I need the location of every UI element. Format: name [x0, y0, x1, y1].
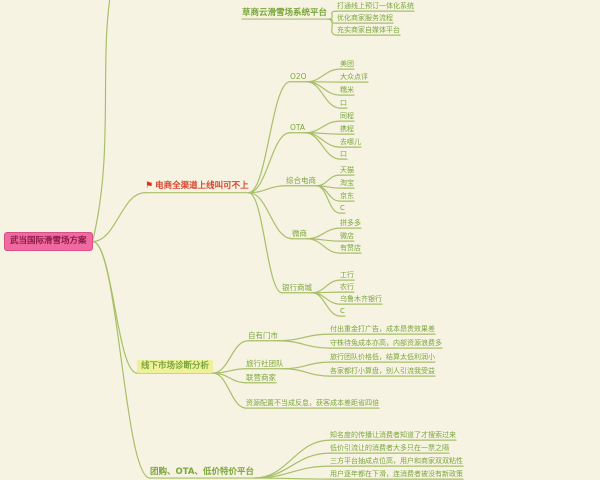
topic-item[interactable]: 同程 [340, 112, 354, 120]
topic-ota[interactable]: OTA [290, 123, 306, 132]
topic-own-store[interactable]: 自有门市 [248, 331, 278, 340]
topic-item[interactable]: 工行 [340, 271, 354, 279]
root-topic[interactable]: 武当国际滑雪场方案 [4, 232, 93, 252]
topic-item[interactable]: 守株待兔成本亦高，内部资源浪费多 [330, 339, 442, 347]
red-flag-icon: ⚑ [145, 181, 154, 191]
topic-item[interactable]: 充实商家自媒体平台 [337, 26, 400, 34]
topic-item[interactable]: 打通线上预订一体化系统 [337, 2, 414, 10]
topic-item[interactable]: 知名度的传播让消费者知道了才搜索过来 [330, 431, 456, 439]
topic-item[interactable]: 京东 [340, 192, 354, 200]
topic-item[interactable]: 淘宝 [340, 179, 354, 187]
topic-item[interactable]: 三方平台抽成点位高，用户和商家双双粘性 [330, 457, 463, 465]
topic-item[interactable]: 大众点评 [340, 73, 368, 81]
topic-travel-agency[interactable]: 旅行社团队 [246, 359, 284, 368]
topic-item[interactable]: 用户逐年都在下滑，连消费者被没有新政策 [330, 470, 463, 478]
branch-label: 电商全渠道上线叫可不上 [155, 181, 249, 191]
branch-group-buy-platforms[interactable]: 团购、OTA、低价特价平台 [150, 467, 254, 477]
topic-item[interactable]: 微店 [340, 232, 354, 240]
topic-weishang[interactable]: 微商 [292, 229, 307, 238]
topic-item[interactable]: 携程 [340, 125, 354, 133]
topic-item[interactable]: 糯米 [340, 86, 354, 94]
topic-item[interactable]: 优化商家服务流程 [337, 14, 393, 22]
topic-bank-mall[interactable]: 银行商城 [282, 283, 312, 292]
topic-item[interactable]: 口 [340, 99, 347, 107]
topic-item[interactable]: 农行 [340, 283, 354, 291]
topic-item[interactable]: 去哪儿 [340, 138, 361, 146]
topic-item[interactable]: 乌鲁木齐银行 [340, 295, 382, 303]
topic-item[interactable]: 低价引流让的消费者大多只在一票之隔 [330, 444, 449, 452]
topic-item[interactable]: 旅行团队价格低，结算太低利润小 [330, 353, 435, 361]
topic-item[interactable]: C [340, 307, 345, 315]
branch-offline-market-analysis[interactable]: 线下市场诊断分析 [137, 360, 214, 374]
topic-item[interactable]: 各家都打小算盘，别人引流我受益 [330, 367, 435, 375]
topic-item[interactable]: 天猫 [340, 166, 354, 174]
topic-item[interactable]: 美团 [340, 60, 354, 68]
branch-ecommerce-channels[interactable]: ⚑电商全渠道上线叫可不上 [145, 181, 249, 193]
topic-item[interactable]: 有赞店 [340, 244, 361, 252]
branch-cloud-platform[interactable]: 草商云滑雪场系统平台 [242, 8, 328, 18]
topic-joint-merchant[interactable]: 联营商家 [246, 373, 276, 382]
topic-item[interactable]: 拼多多 [340, 219, 361, 227]
topic-resource-note[interactable]: 资源配置不当成反怠，获客成本差距省四倍 [246, 399, 379, 407]
topic-item[interactable]: C [340, 204, 345, 212]
topic-item[interactable]: 付出重金打广告，成本昂贵效果差 [330, 325, 435, 333]
topic-comprehensive-ecommerce[interactable]: 综合电商 [286, 176, 316, 185]
topic-o2o[interactable]: O2O [290, 72, 307, 81]
topic-item[interactable]: 口 [340, 150, 347, 158]
